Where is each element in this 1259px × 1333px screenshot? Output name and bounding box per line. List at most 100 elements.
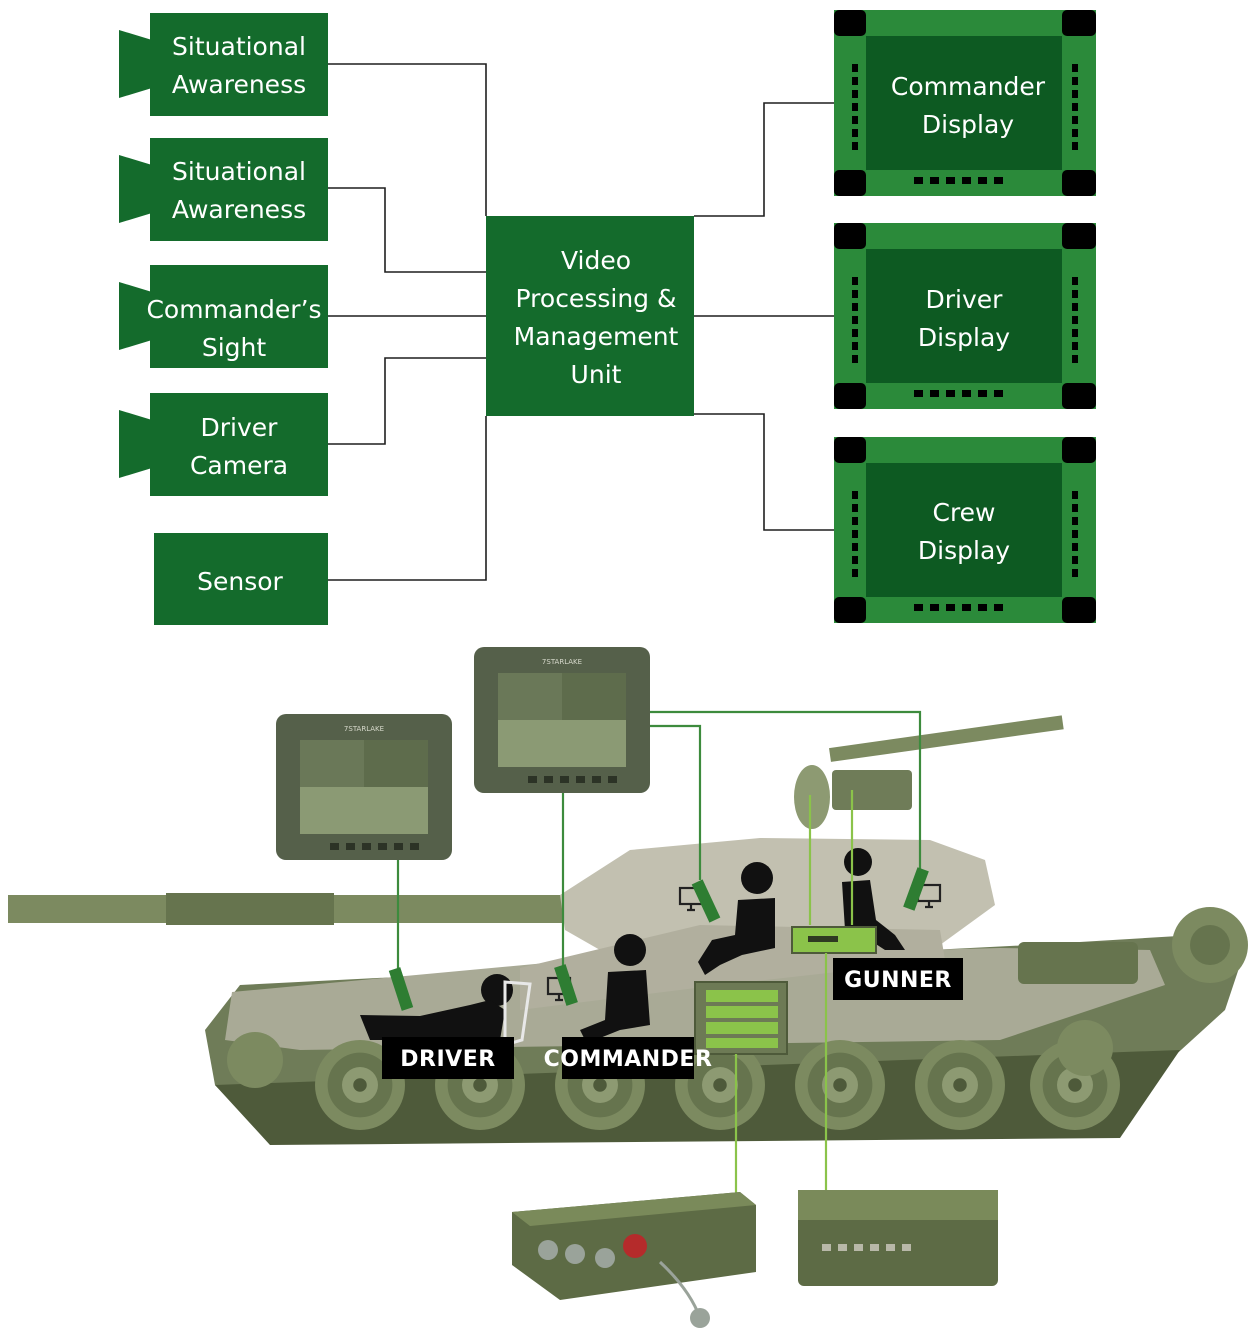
road-wheel [593, 1078, 607, 1092]
monitor-button-row [528, 776, 617, 783]
bezel-button [1072, 90, 1078, 98]
source-driver-camera: Driver Camera [119, 393, 328, 496]
crew-label-text: GUNNER [844, 968, 952, 993]
source-label-line: Camera [190, 451, 288, 480]
bezel-button [528, 776, 537, 783]
display-commander: Commander Display [834, 10, 1096, 196]
road-wheel [833, 1078, 847, 1092]
bezel-button [852, 355, 858, 363]
display-label-line: Display [918, 323, 1010, 352]
bezel-button [362, 843, 371, 850]
camera-icon [119, 410, 152, 478]
bezel-button [946, 177, 955, 184]
source-label-line: Commander’s [146, 295, 321, 324]
bezel-button [978, 177, 987, 184]
bezel-button [852, 303, 858, 311]
hub-label-line: Video [561, 246, 631, 275]
bezel-button [608, 776, 617, 783]
camera-icon [119, 155, 152, 223]
bezel-button [1072, 491, 1078, 499]
bezel-button-row [1072, 491, 1078, 577]
bezel-button [914, 604, 923, 611]
source-label-line: Situational [172, 32, 306, 61]
bezel-button [378, 843, 387, 850]
bezel-button [852, 329, 858, 337]
bezel-button [852, 342, 858, 350]
source-label-line: Driver [201, 413, 279, 442]
bezel-button [930, 390, 939, 397]
bezel-button [1072, 355, 1078, 363]
bezel-button [870, 1244, 879, 1251]
bezel-button [1072, 342, 1078, 350]
bezel-button [886, 1244, 895, 1251]
hub-label-line: Unit [571, 360, 622, 389]
display-label-line: Crew [932, 498, 995, 527]
bezel-button [962, 604, 971, 611]
bezel-button [576, 776, 585, 783]
source-label-line: Sensor [197, 567, 283, 596]
bezel-button [978, 390, 987, 397]
bezel-button [994, 390, 1003, 397]
bezel-button [930, 177, 939, 184]
cable-connectors [388, 867, 929, 1011]
rugged-monitor-center: 7STARLAKE [474, 647, 650, 793]
bezel-button [1072, 303, 1078, 311]
bezel-button [930, 604, 939, 611]
bezel-button-row [852, 491, 858, 577]
monitor-button-row [330, 843, 419, 850]
bezel-button [1072, 530, 1078, 538]
bezel-button [852, 543, 858, 551]
bezel-button [852, 530, 858, 538]
crew-label-text: DRIVER [400, 1047, 495, 1072]
source-sensor: Sensor [154, 533, 328, 625]
bezel-button [852, 316, 858, 324]
crew-label-gunner: GUNNER [833, 958, 963, 1000]
bezel-button [346, 843, 355, 850]
bezel-button [592, 776, 601, 783]
bezel-button [946, 604, 955, 611]
display-label-line: Driver [926, 285, 1004, 314]
computer-port-row [822, 1244, 911, 1251]
bezel-button [1072, 103, 1078, 111]
bezel-button [544, 776, 553, 783]
bezel-button [852, 491, 858, 499]
tank-turret [560, 838, 995, 950]
bezel-button [852, 129, 858, 137]
source-label-line: Situational [172, 157, 306, 186]
crew-label-text: COMMANDER [544, 1047, 713, 1072]
bezel-button [852, 517, 858, 525]
source-situational-awareness-1: Situational Awareness [119, 13, 328, 116]
bezel-button [1072, 569, 1078, 577]
bezel-button [946, 390, 955, 397]
bezel-button [1072, 504, 1078, 512]
monitor-brand: 7STARLAKE [542, 658, 582, 666]
video-processing-unit: Video Processing & Management Unit [486, 216, 694, 416]
bezel-button [838, 1244, 847, 1251]
bezel-button [560, 776, 569, 783]
hull-computer-rack [694, 981, 788, 1055]
road-wheel [473, 1078, 487, 1092]
bezel-button [1072, 277, 1078, 285]
road-wheel [713, 1078, 727, 1092]
bezel-button [1072, 142, 1078, 150]
bezel-button [1072, 556, 1078, 564]
crew-label-commander: COMMANDER [544, 1037, 713, 1079]
bezel-button-row [914, 390, 1003, 397]
road-wheel [1068, 1078, 1082, 1092]
illustration-wires [396, 710, 922, 1195]
display-label-line: Display [918, 536, 1010, 565]
crew-label-driver: DRIVER [382, 1037, 514, 1079]
rugged-monitor-left: 7STARLAKE [276, 714, 452, 860]
road-wheel-row [315, 1040, 1120, 1130]
bezel-button [410, 843, 419, 850]
source-label-line: Awareness [172, 70, 306, 99]
bezel-button [962, 390, 971, 397]
hub-label-line: Processing & [516, 284, 677, 313]
bezel-button [852, 277, 858, 285]
bezel-button [1072, 64, 1078, 72]
embedded-computer-left [512, 1192, 756, 1328]
source-label-line: Sight [202, 333, 267, 362]
bezel-button-row [1072, 277, 1078, 363]
display-label-line: Commander [891, 72, 1046, 101]
bezel-button [852, 77, 858, 85]
